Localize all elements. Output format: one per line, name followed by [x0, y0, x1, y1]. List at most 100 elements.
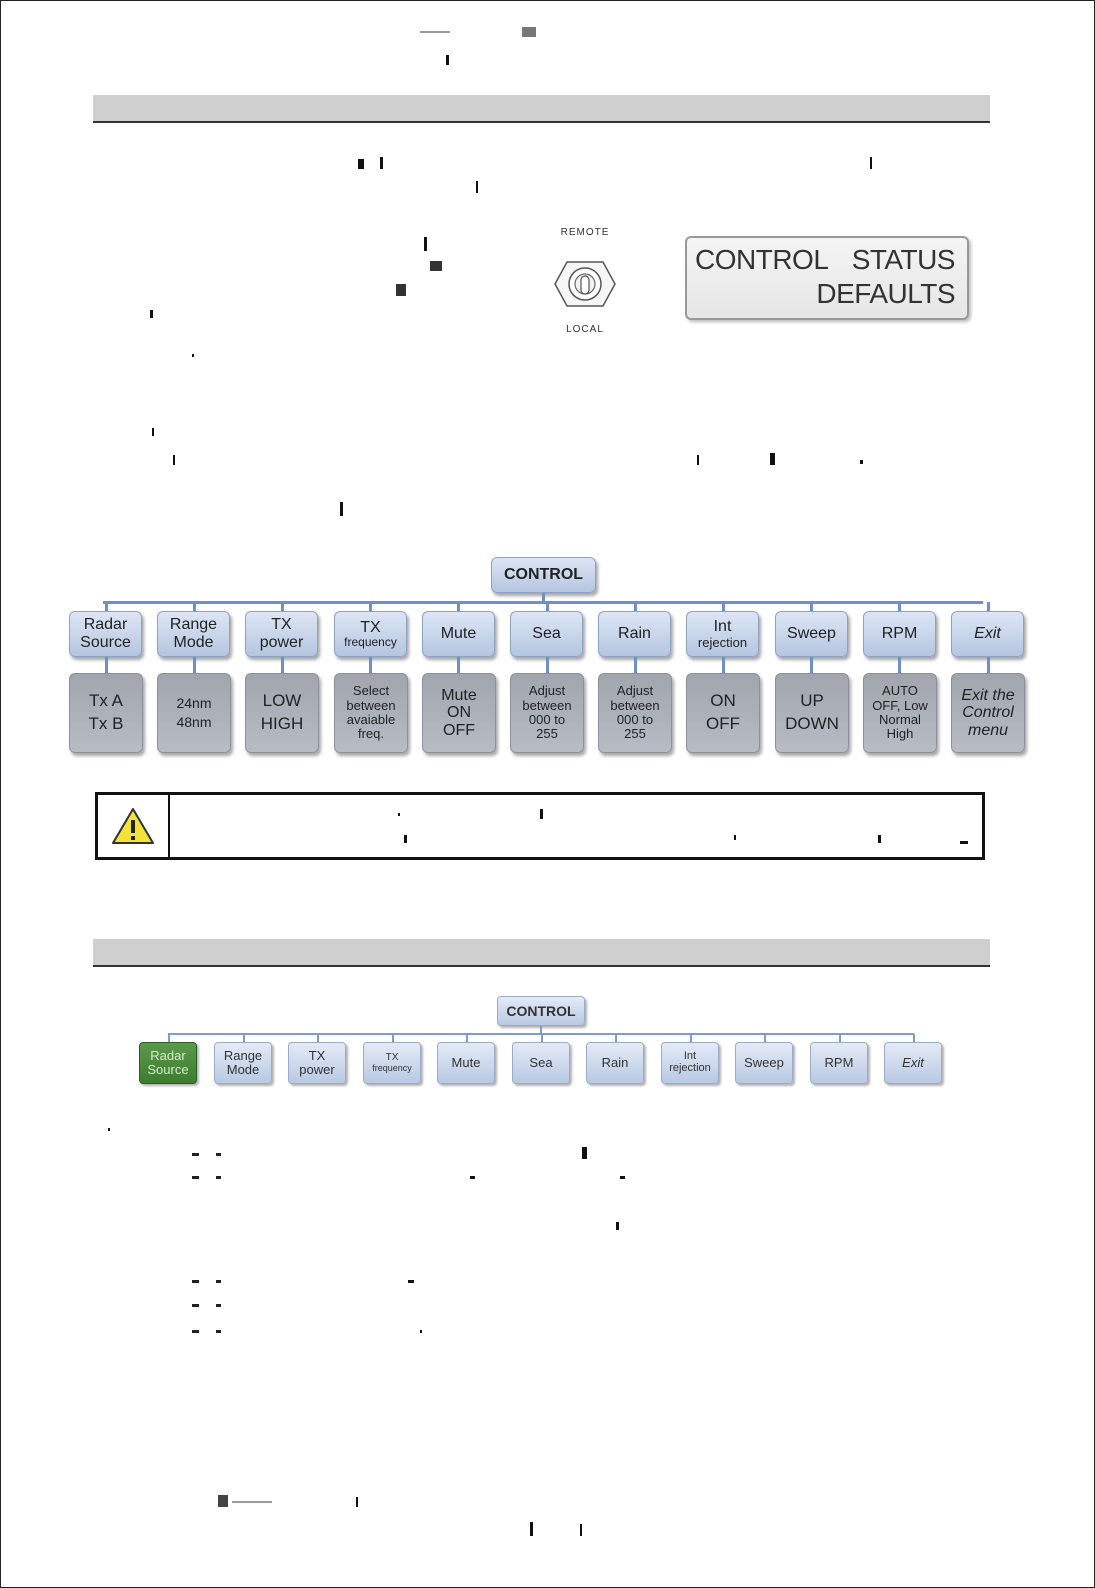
menu-value-text: 255: [536, 726, 558, 742]
lcd-defaults-text: DEFAULTS: [816, 278, 955, 309]
menu-node-label: Mode: [173, 634, 214, 651]
menu-node-label: Rain: [618, 625, 651, 643]
menu-node-label: TX: [360, 618, 381, 636]
menu2-node-label: Sea: [529, 1055, 553, 1071]
menu2-node-label: Mute: [451, 1055, 481, 1071]
control-root-node-2[interactable]: CONTROL: [497, 996, 585, 1026]
menu-value-text: menu: [967, 721, 1009, 739]
menu2-node-sea[interactable]: Sea: [512, 1042, 570, 1084]
menu-value-text: ON: [710, 691, 736, 711]
menu-value-text: Adjust: [528, 683, 566, 699]
menu-node-label: Source: [80, 634, 131, 651]
menu-node-exit[interactable]: Exit: [951, 611, 1024, 657]
menu-value-text: High: [886, 726, 914, 742]
menu-value-text: Normal: [879, 712, 921, 727]
lcd-display: CONTROL STATUS DEFAULTS: [685, 236, 969, 320]
menu-node-sea[interactable]: Sea: [510, 611, 583, 657]
section-header-bar-1: [93, 95, 990, 123]
menu-value-text: OFF, Low: [872, 697, 928, 713]
menu-node-label: Int: [713, 618, 732, 636]
menu2-node-label: Mode: [226, 1062, 260, 1077]
menu-value-text: 000 to: [616, 712, 654, 727]
menu-value-text: Exit the: [961, 686, 1015, 704]
menu-node-label: power: [259, 634, 304, 651]
menu-value-text: between: [522, 697, 572, 713]
menu-value-text: between: [346, 697, 396, 713]
menu-node-rain[interactable]: Rain: [598, 611, 671, 657]
menu2-node-label: RPM: [824, 1055, 854, 1071]
menu-node-label: RPM: [881, 625, 918, 643]
menu2-node-label: Radar: [150, 1048, 186, 1064]
menu-node-label: frequency: [344, 635, 397, 650]
menu2-node-label: Source: [147, 1062, 189, 1077]
menu-value-text: AUTO: [882, 683, 918, 699]
menu-value-text: UP: [800, 691, 824, 711]
menu-node-mute[interactable]: Mute: [422, 611, 495, 657]
menu2-node-label: frequency: [372, 1062, 412, 1073]
menu-node-label: Exit: [974, 625, 1001, 643]
menu-value-text: 000 to: [528, 712, 566, 727]
menu-value-text: OFF: [706, 714, 740, 733]
menu2-node-label: Int: [683, 1050, 697, 1063]
menu2-node-sweep[interactable]: Sweep: [735, 1042, 793, 1084]
warning-triangle-icon: [112, 808, 154, 844]
menu-node-label: Radar: [83, 616, 128, 634]
menu-node-label: Mute: [440, 625, 477, 643]
menu-value-text: Adjust: [616, 683, 654, 699]
menu-node-label: Range: [169, 616, 218, 634]
menu2-node-label: Exit: [902, 1055, 924, 1071]
menu-value-text: OFF: [443, 721, 475, 739]
menu2-node-label: power: [299, 1062, 335, 1077]
menu-value-text: Select: [352, 683, 390, 699]
lcd-control-text: CONTROL: [695, 244, 829, 275]
menu-value-text: Tx A: [88, 691, 123, 711]
menu-values-sweep: UP DOWN: [775, 673, 849, 753]
menu-value-text: Mute: [441, 686, 477, 704]
section-header-bar-2: [93, 939, 990, 967]
menu2-node-label: rejection: [669, 1062, 711, 1074]
menu-node-label: Sweep: [787, 625, 836, 643]
menu2-node-label: Sweep: [744, 1055, 784, 1071]
menu-value-text: between: [610, 697, 660, 713]
menu2-node-label: TX: [385, 1052, 399, 1064]
switch-local-label: LOCAL: [566, 324, 604, 335]
menu-values-radar-source: Tx A Tx B: [69, 673, 143, 753]
menu2-node-label: Rain: [601, 1055, 629, 1071]
menu-values-int-rejection: ON OFF: [686, 673, 760, 753]
toggle-switch-icon: [554, 261, 616, 307]
menu-node-label: rejection: [697, 634, 748, 650]
menu2-node-rain[interactable]: Rain: [586, 1042, 644, 1084]
menu-value-text: DOWN: [785, 714, 839, 733]
menu-node-rpm[interactable]: RPM: [863, 611, 936, 657]
menu2-node-mute[interactable]: Mute: [437, 1042, 495, 1084]
menu2-node-label: Range: [223, 1048, 263, 1064]
menu-value-text: LOW: [262, 691, 302, 711]
menu2-node-exit[interactable]: Exit: [884, 1042, 942, 1084]
warning-box: [95, 792, 985, 860]
menu-node-label: TX: [271, 616, 292, 634]
menu-value-text: avaiable: [346, 712, 396, 727]
control-root-node[interactable]: CONTROL: [491, 557, 596, 593]
menu2-node-rpm[interactable]: RPM: [810, 1042, 868, 1084]
menu-node-sweep[interactable]: Sweep: [775, 611, 848, 657]
menu-value-text: freq.: [357, 726, 384, 742]
remote-local-switch[interactable]: REMOTE LOCAL: [545, 227, 625, 342]
menu-value-text: Tx B: [88, 714, 124, 733]
